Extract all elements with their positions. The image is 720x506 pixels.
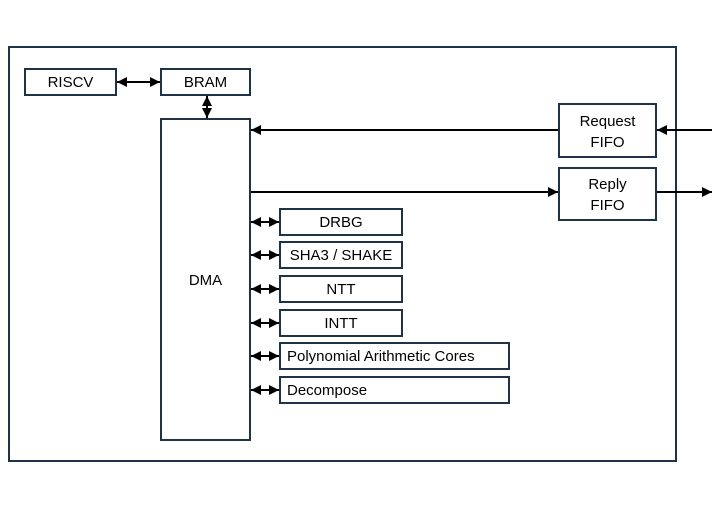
dma-label: DMA (189, 272, 222, 289)
system-boundary (8, 46, 677, 462)
request-fifo-label-1: Request (580, 113, 637, 130)
bram-box (160, 68, 251, 96)
request-fifo-box (558, 103, 657, 158)
reply-fifo-label-2: FIFO (590, 197, 624, 214)
poly-box (279, 342, 510, 370)
decompose-box (279, 376, 510, 404)
sha3-label: SHA3 / SHAKE (290, 247, 393, 264)
request-fifo-label-2: FIFO (590, 134, 624, 151)
ntt-label: NTT (326, 281, 355, 298)
sha3-box (279, 241, 403, 269)
reply-fifo-label-1: Reply (588, 176, 627, 193)
poly-label: Polynomial Arithmetic Cores (287, 348, 475, 365)
riscv-box (24, 68, 117, 96)
reply-fifo-box (558, 167, 657, 221)
dma-box (160, 118, 251, 441)
ntt-box (279, 275, 403, 303)
drbg-label: DRBG (319, 214, 362, 231)
decompose-label: Decompose (287, 382, 367, 399)
intt-box (279, 309, 403, 337)
riscv-label: RISCV (48, 74, 94, 91)
drbg-box (279, 208, 403, 236)
intt-label: INTT (324, 315, 357, 332)
bram-label: BRAM (184, 74, 227, 91)
